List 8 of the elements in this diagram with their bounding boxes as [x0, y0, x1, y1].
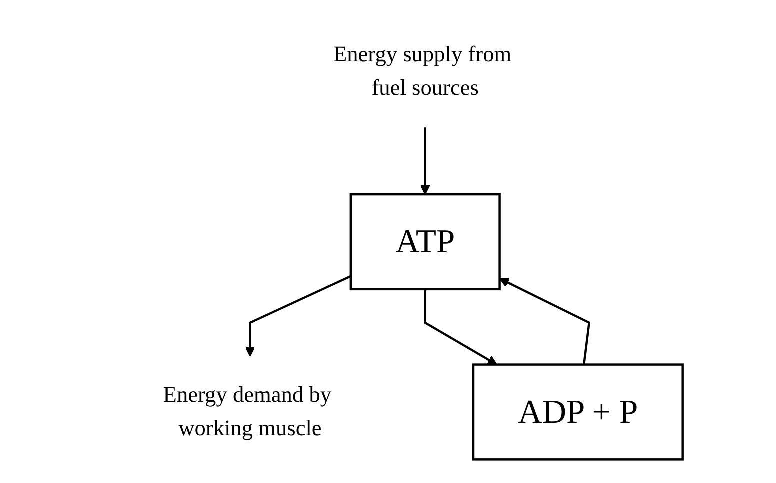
- node-box: ADP + P: [472, 363, 684, 460]
- arrow: [244, 274, 351, 356]
- arrow: [420, 127, 430, 194]
- arrow: [424, 288, 498, 365]
- node-text: Energy demand by working muscle: [162, 382, 332, 441]
- node-box: ATP: [349, 192, 501, 290]
- node-text: Energy supply from fuel sources: [333, 42, 512, 100]
- arrow: [498, 278, 590, 364]
